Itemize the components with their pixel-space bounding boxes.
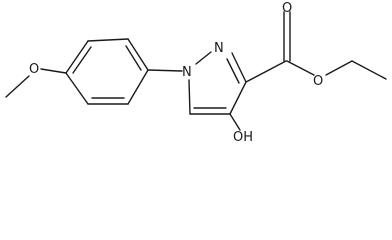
bond-o-ring (40, 68, 67, 74)
molecule-drawing: O N N O O OH (5, 1, 387, 144)
bond-methyl-o (5, 75, 30, 98)
bond-c3-c4 (229, 81, 247, 115)
atom-n2: N (214, 41, 224, 56)
atom-methoxy-o: O (29, 62, 39, 77)
structure-canvas: O N N O O OH (5, 1, 387, 144)
bond-ar-1 (65, 40, 89, 74)
bond-ring-n1 (147, 69, 183, 72)
bond-ar-1-inner (72, 46, 92, 74)
bond-c3-carbonyl (245, 60, 287, 83)
atom-hydroxyl: OH (233, 130, 253, 144)
bond-n2-c3 (231, 52, 247, 83)
bond-ar-3-inner (125, 45, 142, 71)
bond-ar-6 (65, 72, 89, 105)
bond-ar-3 (127, 38, 149, 71)
atom-ester-o: O (313, 74, 323, 89)
atom-n1: N (182, 65, 192, 80)
bond-c5-n1 (188, 79, 191, 115)
bond-ch2-ch3 (351, 60, 387, 80)
bond-oester-ch2 (325, 60, 353, 76)
bond-c4-oh (229, 113, 241, 131)
bond-n2-c3-inner (226, 58, 240, 84)
bond-carbonyl-oester (286, 60, 315, 76)
bond-ar-2 (87, 38, 129, 42)
bond-n1-n2 (195, 51, 212, 65)
atom-carbonyl-o: O (282, 1, 292, 16)
bond-ar-4 (127, 69, 149, 105)
